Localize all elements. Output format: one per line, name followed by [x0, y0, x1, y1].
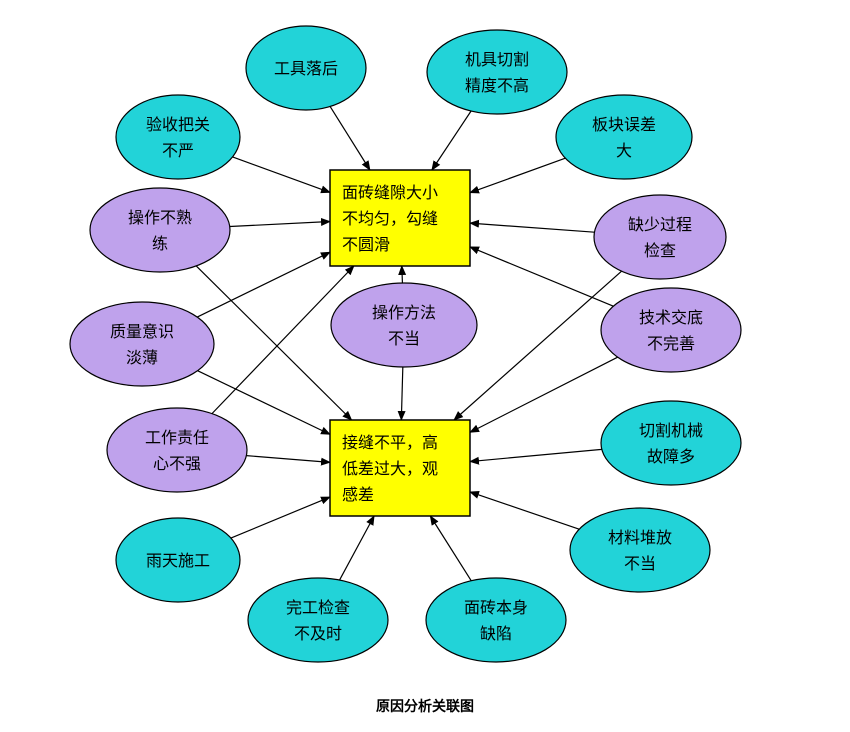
- node-label-line: 验收把关: [146, 115, 210, 134]
- node-label-line: 低差过大，观: [342, 459, 438, 478]
- arrow-c5-to-t2: [195, 265, 353, 421]
- arrow-c14-to-t2: [339, 515, 375, 581]
- node-label-line: 雨天施工: [146, 551, 210, 570]
- arrow-c7-to-t2: [197, 370, 331, 435]
- node-label-line: 面砖缝隙大小: [342, 183, 438, 202]
- arrow-c6-to-t2: [453, 270, 622, 421]
- cause-node-c1: 工具落后: [245, 25, 367, 111]
- node-label-line: 练: [152, 234, 168, 253]
- arrow-c10-to-t2: [246, 455, 331, 466]
- node-label-line: 缺陷: [480, 624, 512, 643]
- cause-node-ellipse: [89, 187, 231, 273]
- arrow-c13-to-t2: [469, 491, 580, 530]
- cause-node-ellipse: [600, 400, 742, 486]
- arrow-c5-to-t1: [229, 217, 331, 228]
- node-label-line: 淡薄: [126, 348, 158, 367]
- cause-node-ellipse: [245, 25, 367, 111]
- node-label-line: 工作责任: [145, 428, 209, 447]
- cause-node-ellipse: [600, 287, 742, 373]
- node-label-line: 检查: [644, 241, 676, 260]
- node-label-line: 质量意识: [110, 322, 174, 341]
- node-label-line: 不及时: [294, 624, 342, 643]
- node-label-line: 工具落后: [274, 59, 338, 78]
- node-label-line: 不均匀，勾缝: [342, 209, 438, 228]
- node-label-line: 精度不高: [465, 76, 529, 95]
- arrow-c12-to-t2: [230, 496, 331, 539]
- cause-node-ellipse: [426, 29, 568, 115]
- node-label-line: 面砖本身: [464, 598, 528, 617]
- arrow-c1-to-t1: [329, 106, 371, 171]
- arrow-c2-to-t1: [431, 110, 472, 171]
- node-label-line: 接缝不平，高: [342, 433, 438, 452]
- cause-node-ellipse: [106, 407, 248, 493]
- node-label-line: 不当: [624, 554, 656, 573]
- cause-node-ellipse: [115, 94, 241, 180]
- node-label-line: 完工检查: [286, 598, 350, 617]
- node-label-line: 故障多: [647, 447, 695, 466]
- arrow-c10-to-t1: [211, 265, 355, 415]
- diagram-caption: 原因分析关联图: [376, 699, 474, 715]
- node-label-line: 不完善: [647, 334, 695, 353]
- arrow-c15-to-t2: [429, 515, 472, 582]
- arrow-c8-to-t1: [398, 265, 407, 284]
- node-label-line: 心不强: [153, 454, 201, 473]
- arrow-c4-to-t1: [469, 157, 566, 194]
- cause-node-ellipse: [330, 282, 478, 368]
- arrow-c9-to-t2: [469, 356, 618, 433]
- node-label-line: 感差: [342, 485, 374, 504]
- cause-node-ellipse: [247, 577, 389, 663]
- node-label-line: 不严: [162, 141, 194, 160]
- cause-node-ellipse: [425, 577, 567, 663]
- node-label-line: 板块误差: [592, 115, 656, 134]
- cause-node-ellipse: [69, 301, 215, 387]
- arrow-c9-to-t1: [469, 246, 614, 307]
- cause-node-c12: 雨天施工: [115, 517, 241, 603]
- node-label-line: 切割机械: [639, 421, 703, 440]
- arrow-c6-to-t1: [469, 219, 595, 233]
- node-label-line: 机具切割: [465, 50, 529, 69]
- node-label-line: 不当: [388, 329, 420, 348]
- cause-node-ellipse: [593, 194, 727, 280]
- arrow-c8-to-t2: [397, 366, 406, 421]
- arrow-c7-to-t1: [196, 251, 331, 318]
- arrow-c11-to-t2: [469, 448, 602, 465]
- cause-node-ellipse: [569, 507, 711, 593]
- node-label-line: 不圆滑: [342, 235, 390, 254]
- links-layer: [195, 106, 622, 582]
- cause-node-ellipse: [115, 517, 241, 603]
- cause-node-ellipse: [555, 94, 693, 180]
- node-label-line: 大: [616, 141, 632, 160]
- node-label-line: 材料堆放: [608, 528, 672, 547]
- arrow-c3-to-t1: [232, 156, 331, 194]
- effect-box-shape: [329, 169, 471, 267]
- node-label-line: 操作方法: [372, 303, 436, 322]
- nodes-layer: 面砖缝隙大小不均匀，勾缝不圆滑接缝不平，高低差过大，观感差工具落后机具切割精度不…: [69, 25, 742, 663]
- node-label-line: 缺少过程: [628, 215, 692, 234]
- effect-box-shape: [329, 419, 471, 517]
- node-label-line: 操作不熟: [128, 208, 192, 227]
- node-label-line: 技术交底: [639, 308, 703, 327]
